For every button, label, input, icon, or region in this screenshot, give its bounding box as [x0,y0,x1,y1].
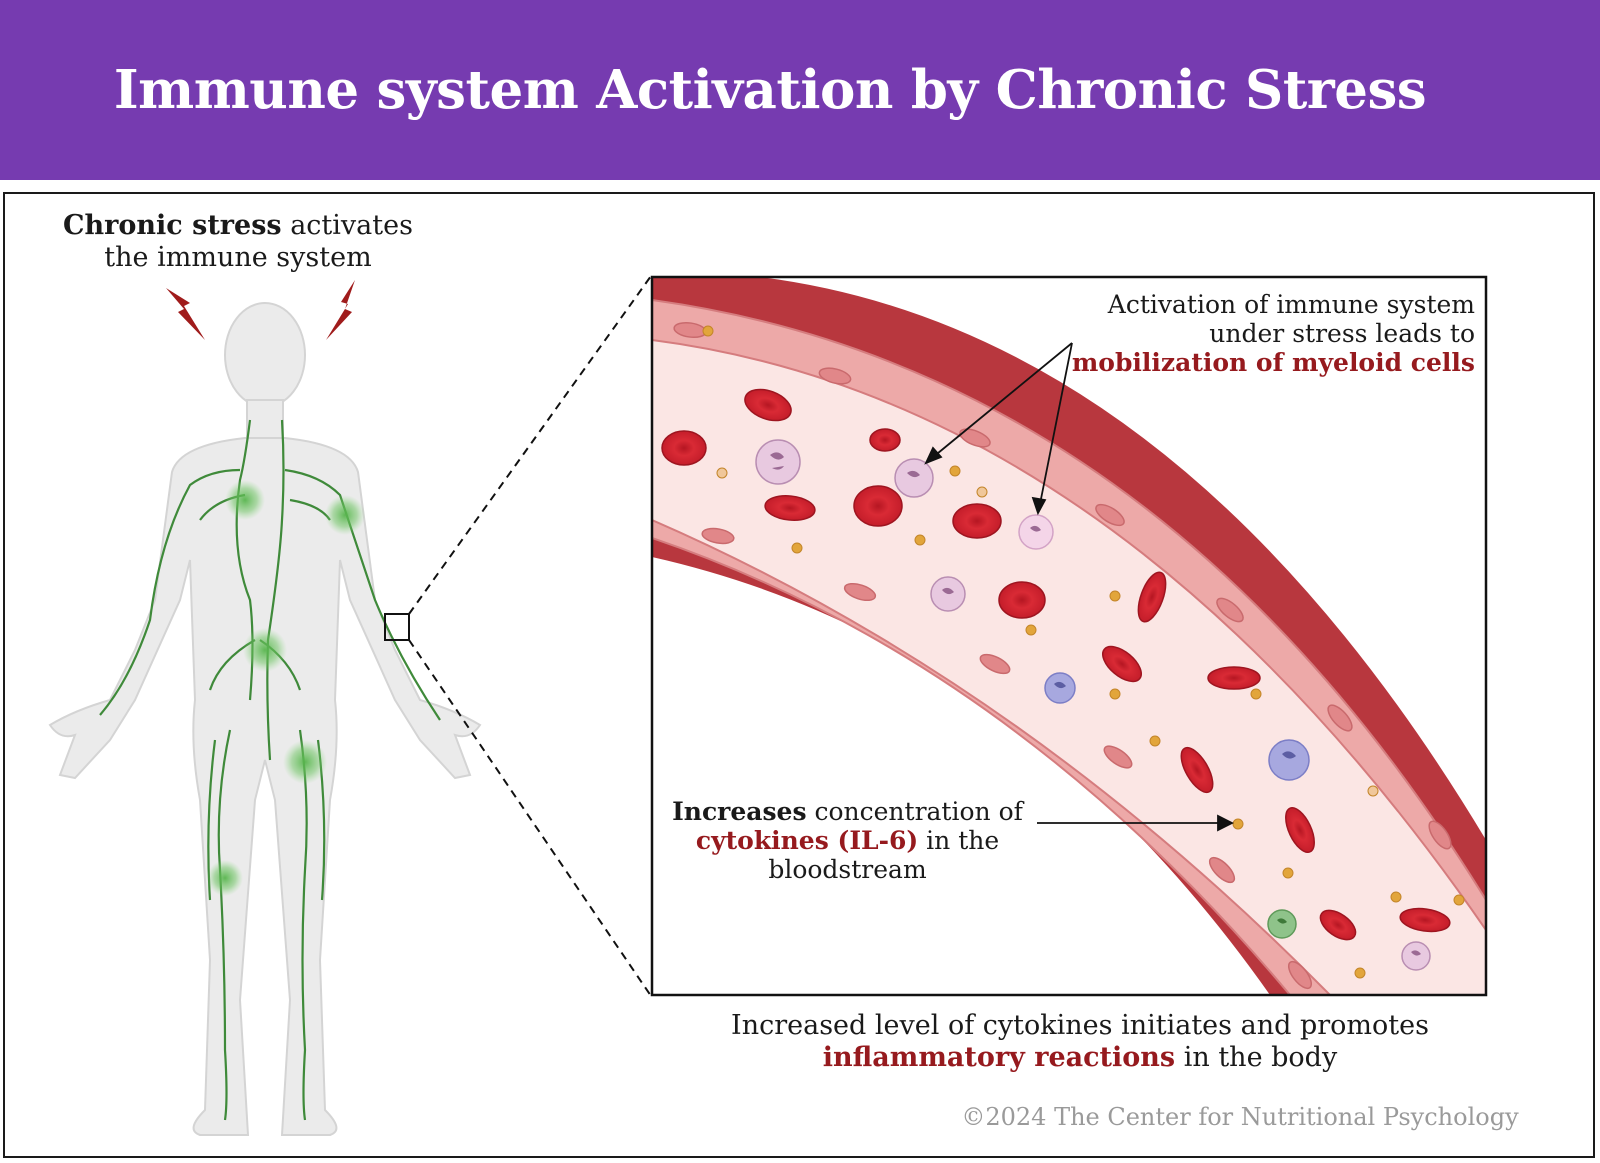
inflammation-highlight: inflammatory reactions [822,1042,1176,1073]
stress-line2: the immune system [104,242,372,273]
zoom-line-top [408,275,652,615]
inset-frame [650,275,1488,997]
inflammation-line1: Increased level of cytokines initiates a… [731,1010,1429,1041]
cytokine-line1: concentration of [806,797,1023,826]
annotation-arrows [924,342,1235,832]
cytokine-highlight: cytokines (IL-6) [695,826,919,855]
zoom-line-bottom [408,639,652,997]
cytokine-line2: in the [918,826,1000,855]
red-blood-cells [661,388,1451,941]
page-title: Immune system Activation by Chronic Stre… [113,59,1427,121]
cytokine-dots [702,325,1465,979]
myeloid-annotation: Activation of immune system under stress… [1060,290,1475,377]
copyright-notice: ©2024 The Center for Nutritional Psychol… [961,1103,1519,1131]
myeloid-cell-nuclei [770,452,1421,956]
zoom-selection-box [384,613,410,641]
stress-line1: activates [281,210,413,241]
cytokine-bold: Increases [672,797,807,826]
myeloid-line2: under stress leads to [1209,319,1475,348]
lightning-bolt-icon [166,288,205,340]
cytokine-line3: bloodstream [768,855,927,884]
myeloid-highlight: mobilization of myeloid cells [1071,348,1475,377]
inflammation-annotation: Increased level of cytokines initiates a… [660,1010,1500,1074]
inflammation-line2: in the body [1175,1042,1338,1073]
blood-vessel-illustration [652,277,1486,995]
title-banner: Immune system Activation by Chronic Stre… [0,0,1600,180]
lightning-bolt-icon [326,280,355,340]
myeloid-line1: Activation of immune system [1107,290,1475,319]
lymph-node-glows [207,480,365,896]
stress-annotation: Chronic stress activates the immune syst… [58,210,418,274]
stress-bold: Chronic stress [63,210,282,241]
human-body-figure [48,302,482,1136]
cytokine-annotation: Increases concentration of cytokines (IL… [640,797,1055,884]
